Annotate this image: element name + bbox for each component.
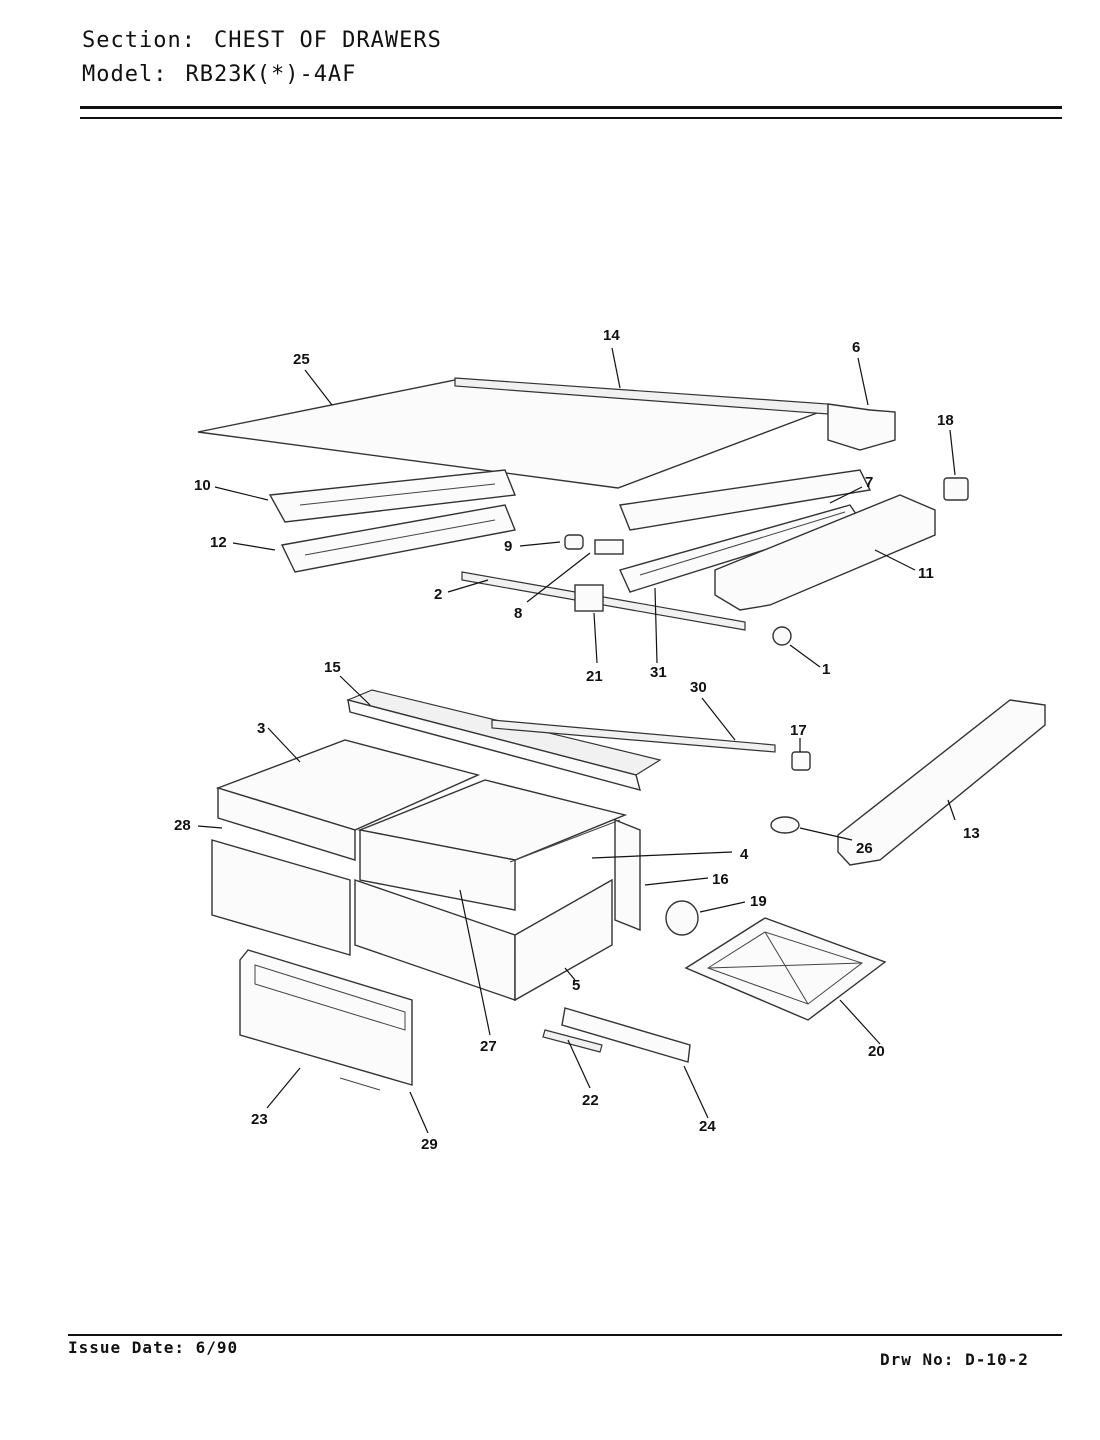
trim-24-part (561, 1007, 691, 1063)
callout-23: 23 (251, 1111, 268, 1128)
section-line: Section: CHEST OF DRAWERS (82, 28, 442, 53)
callout-11: 11 (918, 565, 934, 582)
rod-30-part (491, 719, 776, 753)
callout-31: 31 (650, 664, 667, 681)
drawer-front-panel-part (239, 949, 413, 1086)
callout-26: 26 (856, 840, 873, 857)
part-21 (574, 584, 604, 612)
callout-12: 12 (210, 534, 227, 551)
issue-date: Issue Date: 6/90 (68, 1338, 239, 1357)
callout-3: 3 (257, 720, 265, 737)
shelf-cover-part (197, 379, 826, 489)
callout-17: 17 (790, 722, 807, 739)
trim-22-part (542, 1029, 603, 1053)
right-slide-upper-part (619, 469, 872, 531)
callout-7: 7 (865, 474, 873, 491)
callout-14: 14 (603, 327, 620, 344)
model-label: Model: (82, 62, 168, 87)
callout-10: 10 (194, 477, 211, 494)
right-rail-13-part (837, 699, 1046, 866)
callout-18: 18 (937, 412, 954, 429)
left-slide-upper-part (268, 469, 516, 523)
bracket-6-part (827, 403, 896, 451)
callout-16: 16 (712, 871, 729, 888)
left-drawer-front (217, 787, 356, 861)
callout-30: 30 (690, 679, 707, 696)
callout-6: 6 (852, 339, 860, 356)
callout-13: 13 (963, 825, 980, 842)
model-value: RB23K(*)-4AF (185, 62, 357, 87)
callout-2: 2 (434, 586, 442, 603)
callout-15: 15 (324, 659, 341, 676)
part-1 (772, 626, 792, 646)
part-17 (791, 751, 811, 771)
callout-27: 27 (480, 1038, 497, 1055)
right-rail-part (714, 494, 936, 611)
right-drawer-front (359, 829, 516, 911)
part-26 (770, 816, 800, 834)
side-panel-part (614, 818, 641, 932)
header-rule-thick (80, 106, 1062, 109)
section-value: CHEST OF DRAWERS (213, 28, 442, 53)
part-19 (665, 900, 699, 936)
callout-1: 1 (822, 661, 830, 678)
clip-18-part (943, 477, 969, 501)
callout-20: 20 (868, 1043, 885, 1060)
callout-8: 8 (514, 605, 522, 622)
part-9 (564, 534, 584, 550)
callout-21: 21 (586, 668, 603, 685)
model-line: Model: RB23K(*)-4AF (82, 62, 356, 87)
callout-25: 25 (293, 351, 310, 368)
section-label: Section: (82, 28, 196, 53)
left-lower-drawer-part (211, 839, 351, 956)
crisper-cover-front (347, 699, 641, 791)
footer-rule (68, 1334, 1062, 1336)
part-8 (594, 539, 624, 555)
drawing-number: Drw No: D-10-2 (880, 1350, 1029, 1369)
callout-4: 4 (740, 846, 749, 863)
callout-labels: 14 6 25 18 10 7 12 9 11 2 8 21 31 1 15 3… (174, 327, 980, 1153)
callout-5: 5 (572, 977, 580, 994)
callout-9: 9 (504, 538, 512, 555)
tray-frame-part (684, 917, 887, 1021)
leader-lines (197, 347, 956, 1134)
lower-drawer-side (514, 878, 613, 1002)
callout-22: 22 (582, 1092, 599, 1109)
callout-29: 29 (421, 1136, 438, 1153)
callout-24: 24 (699, 1118, 716, 1135)
callout-28: 28 (174, 817, 191, 834)
callout-19: 19 (750, 893, 767, 910)
left-slide-lower-part (280, 504, 516, 573)
header-rule-thin (80, 117, 1062, 119)
